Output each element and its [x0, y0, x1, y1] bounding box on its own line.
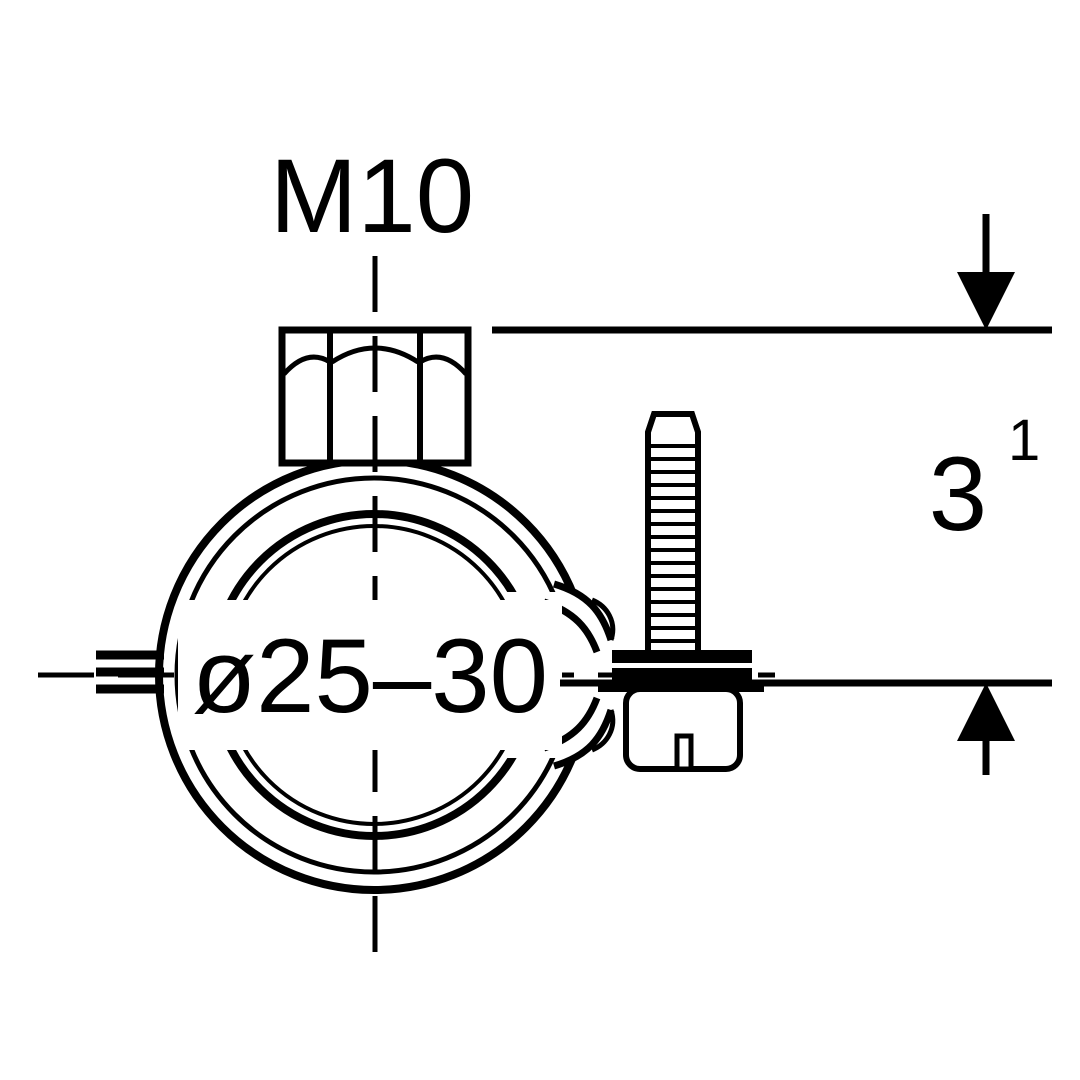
- lower-flange-outer-edge: [552, 708, 615, 770]
- dimension-value-label: 3: [929, 436, 987, 553]
- upper-flange-curl: [590, 597, 616, 641]
- lower-flange-curl: [590, 709, 616, 753]
- flange-washer-lower: [612, 668, 752, 681]
- hinge-pin: [96, 650, 164, 694]
- screw-threads: [648, 444, 698, 643]
- hex-nut-chamfer-arc: [282, 354, 332, 376]
- diameter-label-backing: [178, 600, 562, 750]
- thread-size-label: M10: [270, 138, 474, 255]
- screw-head-slot: [674, 733, 694, 772]
- flange-washer-upper: [612, 650, 752, 663]
- clamp-screw: [598, 411, 764, 772]
- arrow-up-icon: [957, 683, 1015, 741]
- dimension-annotation: 3 1: [492, 214, 1052, 775]
- screw-shaft-fill: [648, 414, 698, 652]
- dimension-footnote-label: 1: [1008, 408, 1040, 473]
- diameter-range-label: ø25–30: [192, 618, 548, 735]
- arrow-down-icon: [957, 272, 1015, 330]
- screw-shaft-outline: [645, 411, 701, 652]
- hex-nut-chamfer-arc: [418, 354, 468, 376]
- upper-flange-outer-edge: [552, 580, 615, 642]
